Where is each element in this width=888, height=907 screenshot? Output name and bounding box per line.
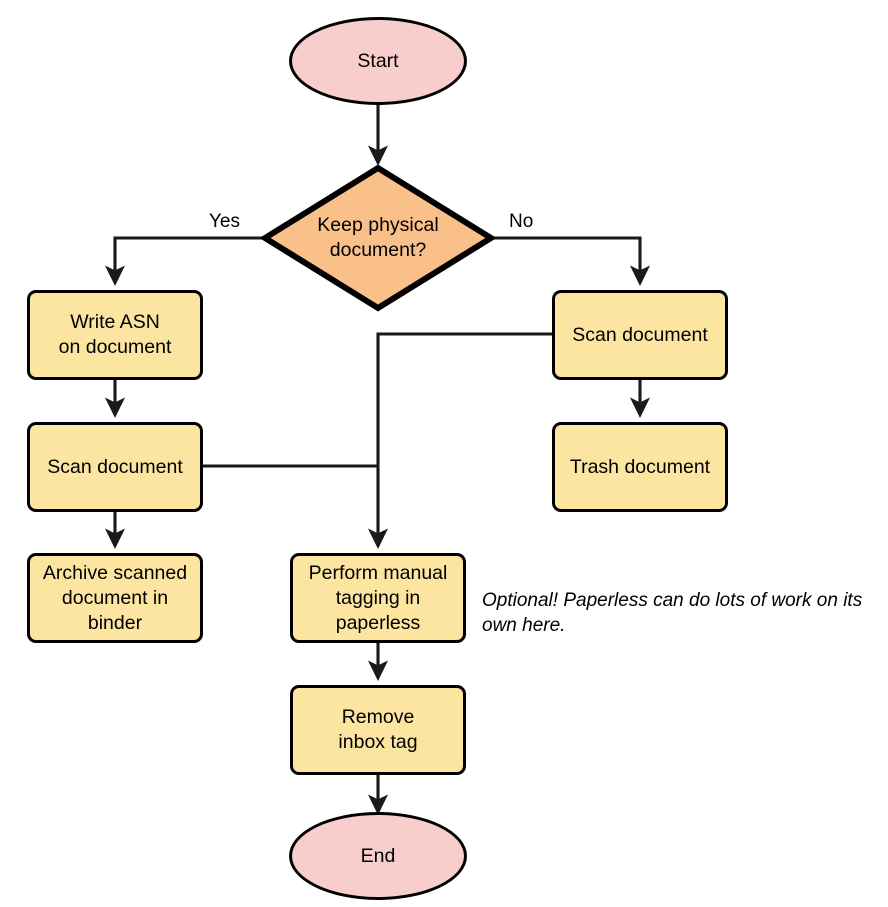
node-scan-document-left[interactable]: Scan document	[27, 422, 203, 512]
edge-label-no: No	[509, 211, 534, 232]
node-write-asn-on-document[interactable]: Write ASN on document	[27, 290, 203, 380]
node-end[interactable]: End	[289, 812, 467, 900]
node-perform-manual-tagging-label: Perform manual tagging in paperless	[308, 561, 448, 634]
node-trash-document-label: Trash document	[569, 455, 711, 478]
node-start-label: Start	[357, 49, 399, 72]
node-archive-scanned-document-label: Archive scanned document in binder	[42, 561, 188, 634]
node-trash-document[interactable]: Trash document	[552, 422, 728, 512]
node-end-label: End	[360, 844, 396, 867]
node-start[interactable]: Start	[289, 17, 467, 105]
node-scan-document-left-label: Scan document	[47, 455, 183, 478]
node-scan-document-right-label: Scan document	[572, 323, 708, 346]
node-remove-inbox-tag[interactable]: Remove inbox tag	[290, 685, 466, 775]
node-write-asn-on-document-label: Write ASN on document	[58, 311, 172, 358]
node-keep-physical-document-label: Keep physical document?	[317, 214, 439, 261]
node-remove-inbox-tag-label: Remove inbox tag	[338, 706, 418, 753]
node-perform-manual-tagging[interactable]: Perform manual tagging in paperless	[290, 553, 466, 643]
diamond-shape	[261, 164, 495, 312]
edge-label-yes: Yes	[209, 211, 240, 232]
node-keep-physical-document[interactable]: Keep physical document?	[261, 164, 495, 312]
node-scan-document-right[interactable]: Scan document	[552, 290, 728, 380]
annotation-optional-note: Optional! Paperless can do lots of work …	[482, 590, 863, 636]
node-archive-scanned-document[interactable]: Archive scanned document in binder	[27, 553, 203, 643]
